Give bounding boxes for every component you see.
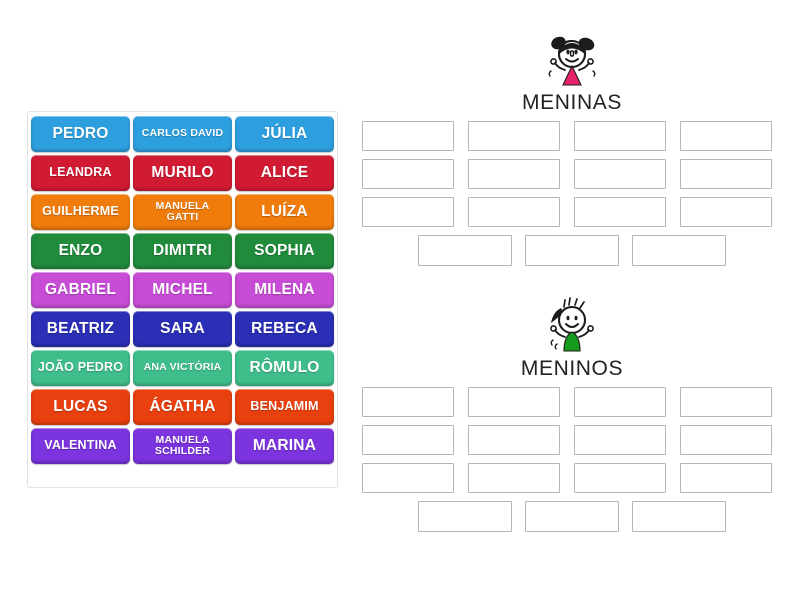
drop-slot[interactable] (418, 501, 512, 532)
name-tile[interactable]: LUÍZA (235, 194, 334, 230)
slot-row (362, 387, 782, 417)
zone-title-meninas: MENINAS (522, 91, 622, 114)
drop-slot[interactable] (468, 159, 560, 189)
drop-slot[interactable] (362, 387, 454, 417)
slot-row (362, 501, 782, 532)
drop-slot[interactable] (362, 463, 454, 493)
drop-slot[interactable] (574, 463, 666, 493)
drop-slot[interactable] (362, 197, 454, 227)
name-tile[interactable]: MURILO (133, 155, 232, 191)
drop-slot[interactable] (680, 159, 772, 189)
name-tile[interactable]: GABRIEL (31, 272, 130, 308)
name-tile[interactable]: ÁGATHA (133, 389, 232, 425)
drop-slot[interactable] (574, 425, 666, 455)
drop-slot[interactable] (680, 121, 772, 151)
name-tile[interactable]: GUILHERME (31, 194, 130, 230)
name-tile[interactable]: ANA VICTÓRIA (133, 350, 232, 386)
name-tile[interactable]: MICHEL (133, 272, 232, 308)
drop-slot[interactable] (525, 501, 619, 532)
zone-header-meninas: MENINAS (413, 30, 731, 116)
drop-slot[interactable] (574, 159, 666, 189)
drop-slot[interactable] (680, 425, 772, 455)
name-tile[interactable]: SARA (133, 311, 232, 347)
name-tile[interactable]: JÚLIA (235, 116, 334, 152)
name-tile[interactable]: CARLOS DAVID (133, 116, 232, 152)
name-tile[interactable]: ALICE (235, 155, 334, 191)
name-tile[interactable]: VALENTINA (31, 428, 130, 464)
name-tile[interactable]: JOÃO PEDRO (31, 350, 130, 386)
drop-slot[interactable] (418, 235, 512, 266)
name-tile[interactable]: BENJAMIM (235, 389, 334, 425)
drop-slot[interactable] (468, 197, 560, 227)
boy-figure-icon (413, 296, 731, 354)
slot-row (362, 463, 782, 493)
drop-slot[interactable] (680, 387, 772, 417)
name-tile[interactable]: SOPHIA (235, 233, 334, 269)
zone-title-meninos: MENINOS (520, 357, 624, 380)
drop-slot[interactable] (574, 121, 666, 151)
drop-slot[interactable] (574, 387, 666, 417)
slot-row (362, 121, 782, 151)
name-tile[interactable]: MILENA (235, 272, 334, 308)
drop-slot[interactable] (468, 387, 560, 417)
name-tile[interactable]: REBECA (235, 311, 334, 347)
name-tile[interactable]: ENZO (31, 233, 130, 269)
slot-row (362, 159, 782, 189)
name-tile[interactable]: LEANDRA (31, 155, 130, 191)
drop-zone-meninos: MENINOS (362, 296, 782, 540)
drop-slot[interactable] (632, 235, 726, 266)
drop-slot[interactable] (574, 197, 666, 227)
name-tile[interactable]: LUCAS (31, 389, 130, 425)
drop-slot[interactable] (362, 121, 454, 151)
name-tile[interactable]: PEDRO (31, 116, 130, 152)
zone-header-meninos: MENINOS (413, 296, 731, 382)
drop-zone-meninas: MENINAS (362, 30, 782, 274)
drop-slot[interactable] (468, 463, 560, 493)
name-tile[interactable]: DIMITRI (133, 233, 232, 269)
drop-slot[interactable] (680, 463, 772, 493)
slot-rows-meninas (362, 121, 782, 266)
slot-row (362, 235, 782, 266)
slot-row (362, 425, 782, 455)
girl-figure-icon (413, 30, 731, 88)
drop-slot[interactable] (468, 425, 560, 455)
drop-slot[interactable] (362, 159, 454, 189)
drop-slot[interactable] (680, 197, 772, 227)
drop-slot[interactable] (468, 121, 560, 151)
drop-slot[interactable] (525, 235, 619, 266)
name-tile[interactable]: MARINA (235, 428, 334, 464)
name-tile[interactable]: RÔMULO (235, 350, 334, 386)
name-tile[interactable]: BEATRIZ (31, 311, 130, 347)
slot-rows-meninos (362, 387, 782, 532)
name-tile[interactable]: MANUELA SCHILDER (133, 428, 232, 464)
slot-row (362, 197, 782, 227)
drop-slot[interactable] (362, 425, 454, 455)
name-tile[interactable]: MANUELA GATTI (133, 194, 232, 230)
drop-slot[interactable] (632, 501, 726, 532)
